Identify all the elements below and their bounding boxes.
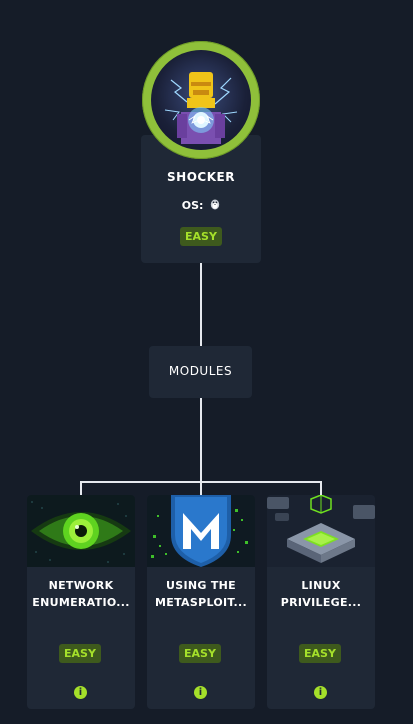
module-title-line2: ENUMERATIO... — [32, 596, 130, 609]
os-row: OS: — [141, 199, 261, 213]
module-card-network-enumeration[interactable]: NETWORK ENUMERATIO... EASY i — [27, 495, 135, 709]
module-title-line1: LINUX — [301, 579, 341, 592]
connector-center-drop — [200, 481, 202, 495]
machine-card[interactable]: SHOCKER OS: EASY — [141, 135, 261, 263]
modules-hub: MODULES — [149, 346, 252, 398]
connector-modules-down — [200, 398, 202, 482]
connector-machine-to-modules — [200, 263, 202, 346]
module-difficulty-badge: EASY — [59, 644, 101, 663]
shocker-robot-avatar — [151, 50, 251, 150]
metasploit-logo-thumbnail — [147, 495, 255, 567]
connector-right-drop — [320, 481, 322, 495]
module-difficulty-badge: EASY — [179, 644, 221, 663]
machine-avatar[interactable] — [142, 41, 260, 159]
module-title-line2: PRIVILEGE... — [280, 596, 362, 609]
connector-left-drop — [80, 481, 82, 495]
module-title: NETWORK ENUMERATIO... — [31, 577, 131, 611]
info-icon[interactable]: i — [314, 686, 327, 699]
module-card-linux-privilege[interactable]: LINUX PRIVILEGE... EASY i — [267, 495, 375, 709]
module-title: LINUX PRIVILEGE... — [271, 577, 371, 611]
info-icon[interactable]: i — [194, 686, 207, 699]
info-icon[interactable]: i — [74, 686, 87, 699]
green-eye-thumbnail — [27, 495, 135, 567]
module-card-metasploit[interactable]: USING THE METASPLOIT... EASY i — [147, 495, 255, 709]
module-title: USING THE METASPLOIT... — [151, 577, 251, 611]
module-title-line2: METASPLOIT... — [155, 596, 247, 609]
module-difficulty-badge: EASY — [299, 644, 341, 663]
module-title-line1: USING THE — [166, 579, 236, 592]
os-label: OS: — [181, 199, 204, 212]
server-chip-thumbnail — [267, 495, 375, 567]
linux-penguin-icon — [210, 199, 220, 213]
modules-label: MODULES — [168, 364, 233, 378]
machine-difficulty-badge: EASY — [180, 227, 222, 246]
module-title-line1: NETWORK — [48, 579, 114, 592]
machine-name: SHOCKER — [167, 170, 235, 184]
